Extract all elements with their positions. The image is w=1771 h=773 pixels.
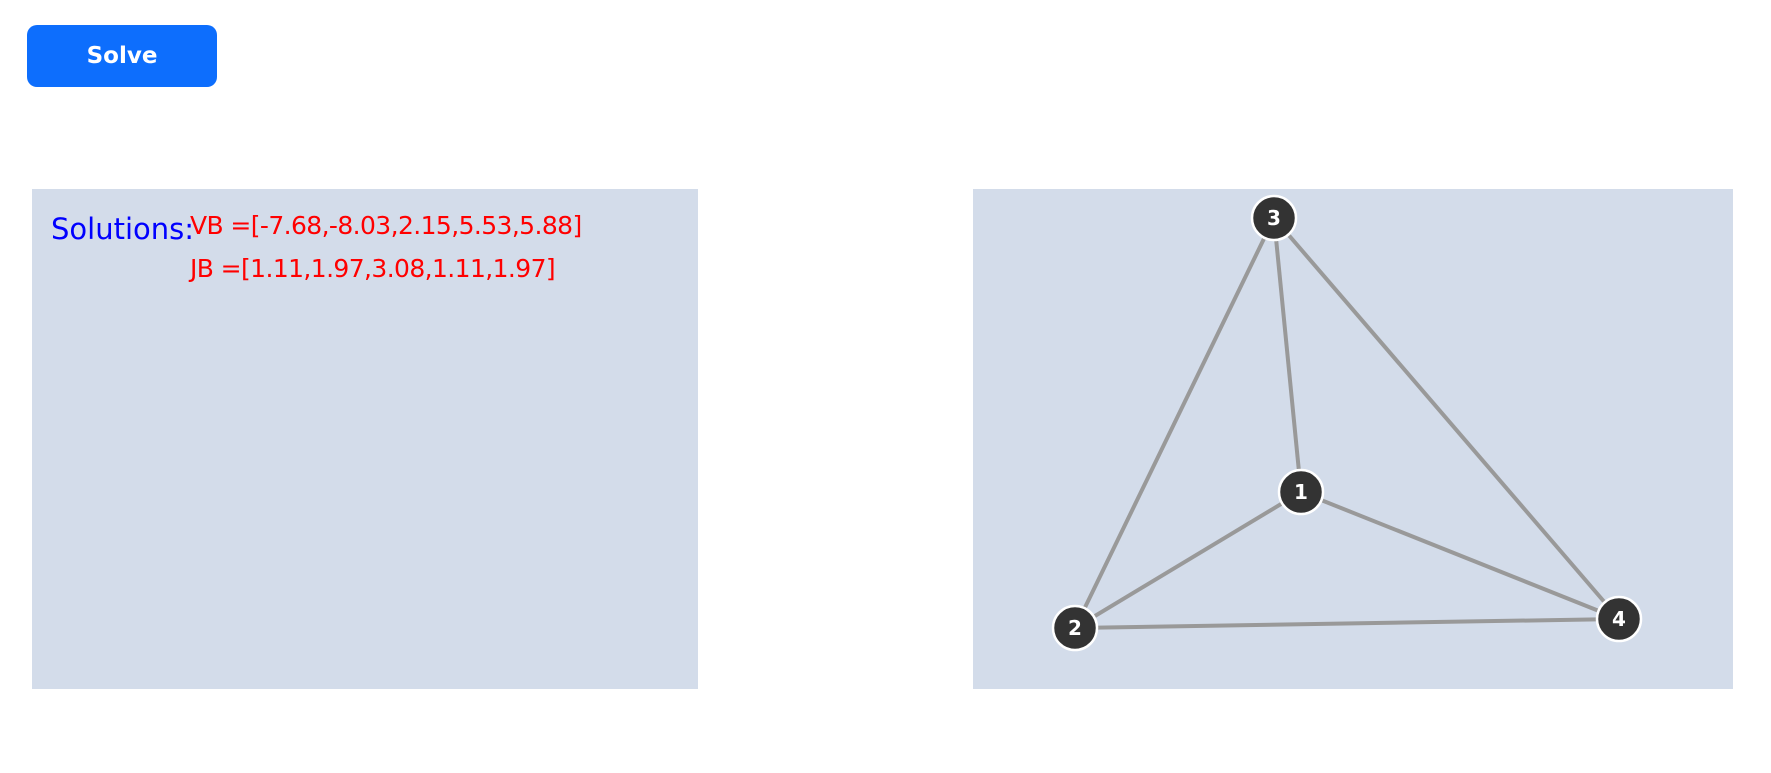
edge-1-2 <box>1073 490 1303 630</box>
edge-1-4 <box>1300 490 1620 621</box>
vb-solution: VB =[-7.68,-8.03,2.15,5.53,5.88] <box>190 211 582 240</box>
edge-3-1 <box>1272 217 1303 493</box>
solve-button[interactable]: Solve <box>27 25 217 87</box>
solutions-label: Solutions: <box>51 212 195 246</box>
graph-canvas: 3 1 2 4 <box>1051 194 1643 652</box>
node-label: 1 <box>1294 480 1308 504</box>
graph-node-2[interactable]: 2 <box>1051 604 1099 652</box>
edge-3-4 <box>1272 216 1621 621</box>
node-label: 4 <box>1612 607 1626 631</box>
graph-edges <box>1073 216 1621 630</box>
graph-node-3[interactable]: 3 <box>1250 194 1298 242</box>
node-label: 3 <box>1267 206 1281 230</box>
solutions-panel: Solutions: VB =[-7.68,-8.03,2.15,5.53,5.… <box>32 189 698 689</box>
graph-node-4[interactable]: 4 <box>1595 595 1643 643</box>
graph-node-1[interactable]: 1 <box>1277 468 1325 516</box>
edge-2-4 <box>1074 617 1620 630</box>
node-label: 2 <box>1068 616 1082 640</box>
graph-panel: 3 1 2 4 <box>973 189 1733 689</box>
edge-3-2 <box>1073 217 1276 629</box>
jb-solution: JB =[1.11,1.97,3.08,1.11,1.97] <box>190 254 556 283</box>
